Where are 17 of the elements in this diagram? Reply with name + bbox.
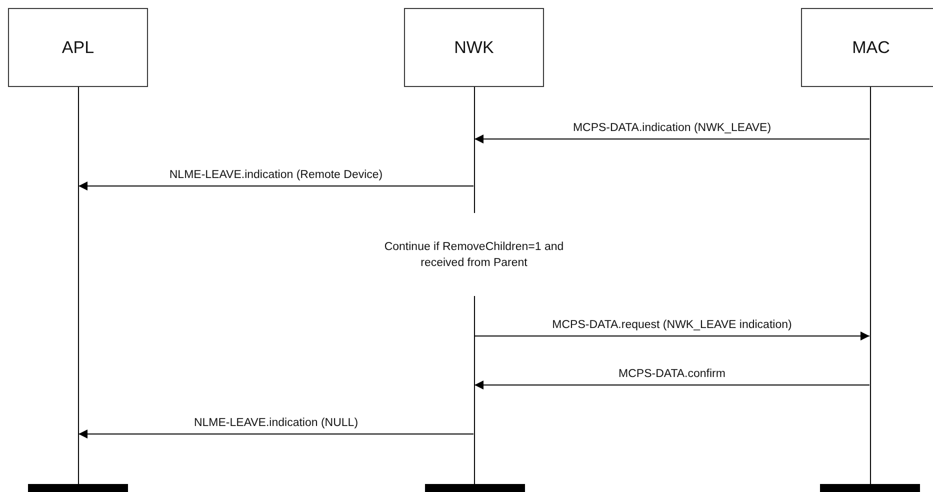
- edge-label: MCPS-DATA.indication (NWK_LEAVE): [570, 122, 774, 134]
- lifeline-end-bar: [820, 484, 920, 492]
- participant-box: MAC: [801, 8, 933, 87]
- message-arrow: [78, 182, 474, 190]
- edge-label: MCPS-DATA.request (NWK_LEAVE indication): [550, 319, 794, 331]
- participant-box: APL: [8, 8, 148, 87]
- message-arrow: [474, 134, 870, 144]
- message-arrow: [474, 332, 870, 340]
- edge-label: NLME-LEAVE.indication (NULL): [192, 417, 360, 429]
- message-arrow: [474, 380, 870, 390]
- message-arrow: [78, 430, 474, 438]
- edge-label: NLME-LEAVE.indication (Remote Device): [167, 169, 385, 181]
- lifeline-end-bar: [425, 484, 525, 492]
- lifeline-end-bar: [28, 484, 128, 492]
- edge-label: MCPS-DATA.confirm: [616, 368, 728, 380]
- note-text: Continue if RemoveChildren=1 and received from Parent: [384, 213, 564, 296]
- participant-box: NWK: [404, 8, 544, 87]
